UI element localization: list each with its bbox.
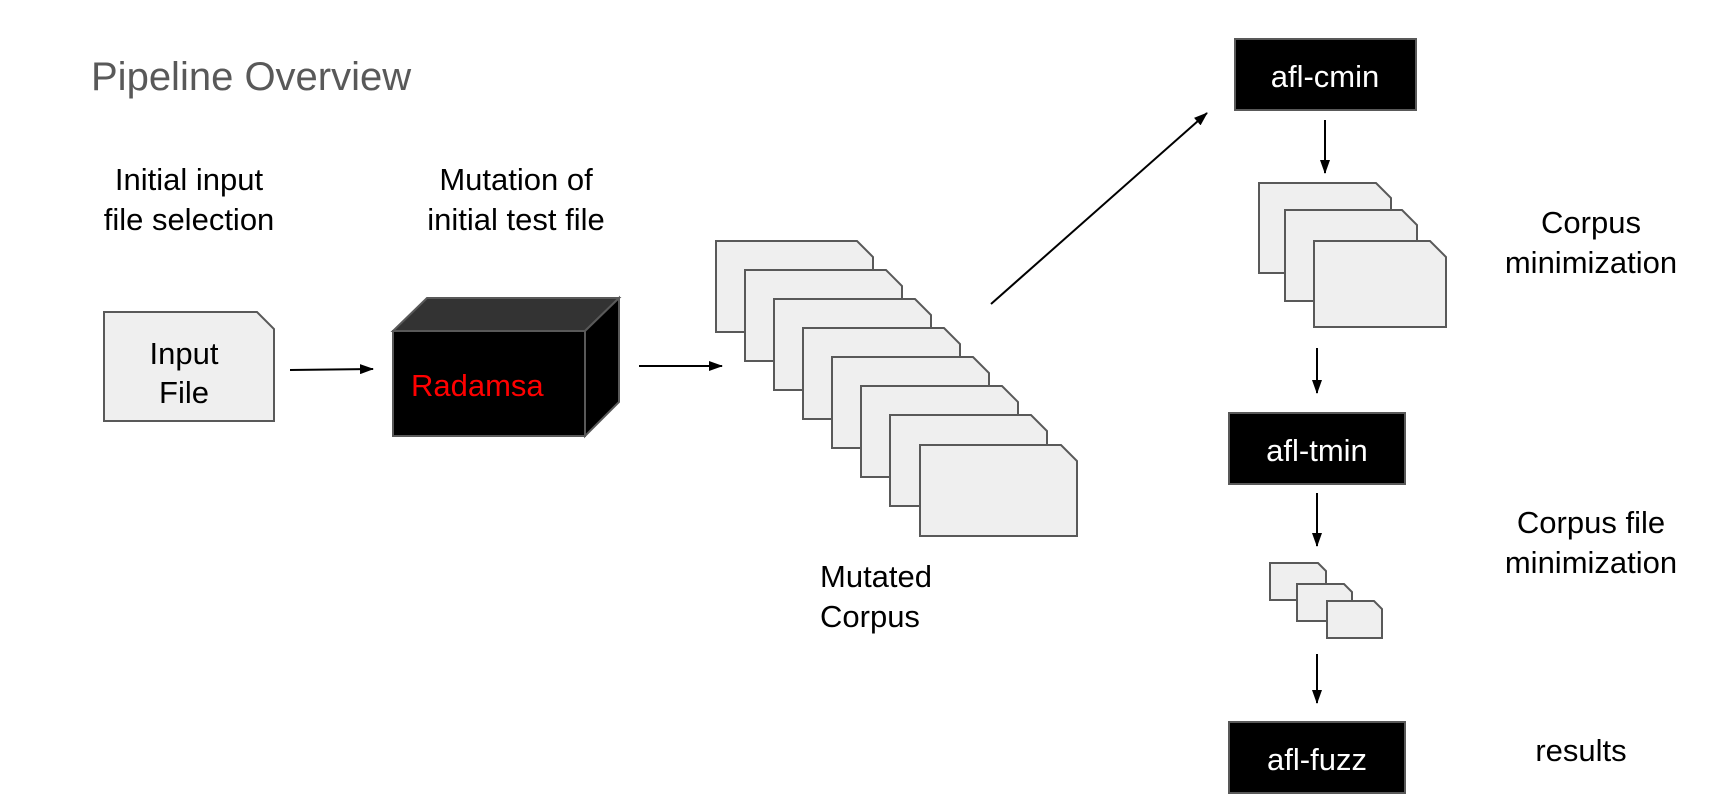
radamsa-cube-top: [390, 297, 622, 332]
arrow-corpus-to-cmin: [990, 112, 1208, 305]
radamsa-cube-front: [392, 330, 586, 437]
afl-cmin-box: afl-cmin: [1234, 38, 1417, 111]
radamsa-label: Radamsa: [411, 368, 544, 403]
file-min-label-line2: minimization: [1505, 545, 1677, 580]
afl-tmin-box: afl-tmin: [1228, 412, 1406, 485]
afl-fuzz-rect: [1228, 721, 1406, 794]
label-mutation-line2: initial test file: [427, 202, 604, 237]
input-file-document: Input File: [103, 311, 275, 422]
mutated-corpus-label-line2: Corpus: [820, 599, 920, 634]
mutated-corpus-stack: [715, 240, 1078, 537]
label-mutation-line1: Mutation of: [439, 162, 593, 197]
afl-fuzz-box: afl-fuzz: [1228, 721, 1406, 794]
minimized-corpus-stack: [1258, 182, 1447, 328]
page-title: Pipeline Overview: [91, 55, 411, 99]
mutated-corpus-label-line1: Mutated: [820, 559, 932, 594]
input-file-label-line2: File: [159, 375, 209, 410]
corpus-min-label-line2: minimization: [1505, 245, 1677, 280]
small-document: [1326, 600, 1383, 639]
corpus-document: [919, 444, 1078, 537]
minimized-document: [1313, 240, 1447, 328]
afl-tmin-rect: [1228, 412, 1406, 485]
afl-cmin-label: afl-cmin: [1271, 59, 1380, 94]
input-file-shape: [103, 311, 275, 422]
minimized-file-stack: [1269, 562, 1383, 639]
file-min-label-line1: Corpus file: [1517, 505, 1665, 540]
input-file-label-line1: Input: [150, 336, 219, 371]
results-label: results: [1535, 733, 1626, 768]
afl-tmin-label: afl-tmin: [1266, 433, 1368, 468]
arrow-input-to-radamsa: [289, 364, 374, 375]
afl-fuzz-label: afl-fuzz: [1267, 742, 1367, 777]
corpus-min-label-line1: Corpus: [1541, 205, 1641, 240]
radamsa-box: Radamsa: [390, 295, 622, 439]
label-initial-input-line2: file selection: [104, 202, 275, 237]
afl-cmin-rect: [1234, 38, 1417, 111]
label-initial-input-line1: Initial input: [115, 162, 264, 197]
